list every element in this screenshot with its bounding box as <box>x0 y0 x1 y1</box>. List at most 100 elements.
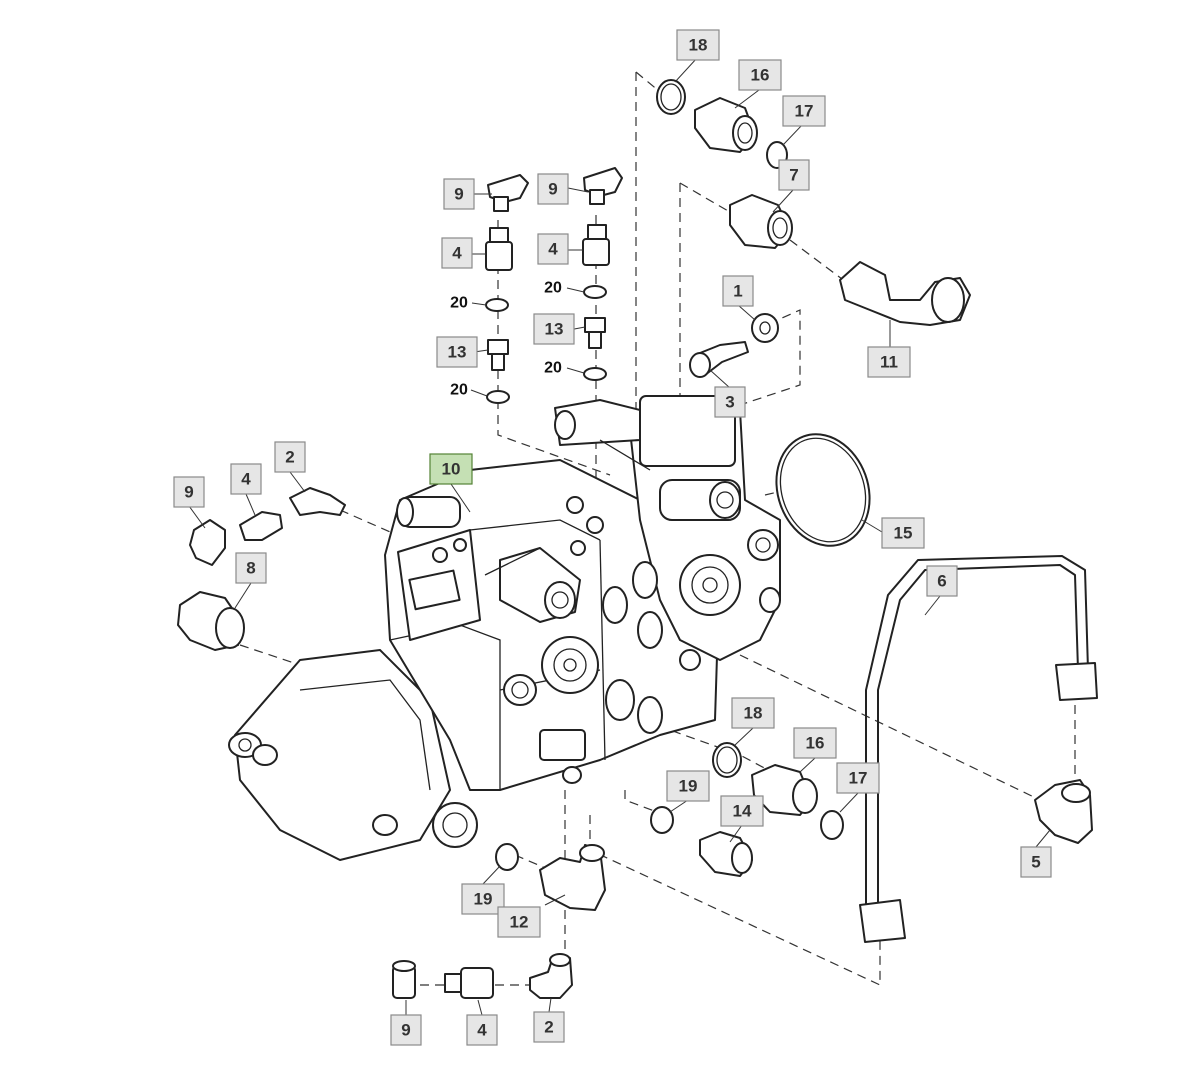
nipple-13-stack-left <box>487 339 509 371</box>
callout-1[interactable]: 1 <box>722 275 754 307</box>
callout-9-stack-left[interactable]: 9 <box>443 178 475 210</box>
svg-text:19: 19 <box>474 890 493 909</box>
svg-text:4: 4 <box>452 244 462 263</box>
elbow-2-bottom <box>529 953 573 999</box>
svg-text:9: 9 <box>548 180 557 199</box>
svg-text:4: 4 <box>548 240 558 259</box>
fitting-14 <box>699 831 753 877</box>
label-20-left-upper[interactable]: 20 <box>450 295 468 312</box>
svg-text:9: 9 <box>184 483 193 502</box>
svg-text:7: 7 <box>789 166 798 185</box>
callout-3[interactable]: 3 <box>714 386 746 418</box>
callout-16-lower[interactable]: 16 <box>793 727 837 759</box>
callout-15[interactable]: 15 <box>881 517 925 549</box>
callout-6[interactable]: 6 <box>926 565 958 597</box>
svg-text:9: 9 <box>454 185 463 204</box>
callout-9-bottom[interactable]: 9 <box>390 1014 422 1046</box>
washer-1 <box>751 313 779 343</box>
loose-parts <box>177 79 1098 999</box>
hydraulic-valve-assembly <box>228 395 781 861</box>
tube-6 <box>859 555 1098 943</box>
o-ring-17-lower <box>820 810 844 840</box>
label-20-right-lower[interactable]: 20 <box>544 360 562 377</box>
callout-17-top[interactable]: 17 <box>782 95 826 127</box>
fitting-8 <box>177 591 245 651</box>
fitting-7 <box>729 194 793 249</box>
elbow-2-left <box>289 487 346 516</box>
svg-text:9: 9 <box>401 1021 410 1040</box>
callout-11[interactable]: 11 <box>867 346 911 378</box>
svg-text:18: 18 <box>744 704 763 723</box>
callout-19-mid[interactable]: 19 <box>666 770 710 802</box>
svg-text:5: 5 <box>1031 853 1040 872</box>
svg-text:2: 2 <box>544 1018 553 1037</box>
o-ring-15 <box>775 433 871 547</box>
svg-text:8: 8 <box>246 559 255 578</box>
callout-18-top[interactable]: 18 <box>676 29 720 61</box>
callout-2-left[interactable]: 2 <box>274 441 306 473</box>
callout-17-lower[interactable]: 17 <box>836 762 880 794</box>
svg-text:1: 1 <box>733 282 742 301</box>
label-20-left-lower[interactable]: 20 <box>450 382 468 399</box>
nipple-13-stack-right <box>584 317 606 349</box>
cap-9-stack-left <box>487 174 529 212</box>
rotor-upper <box>679 554 741 616</box>
svg-text:12: 12 <box>510 913 529 932</box>
leader-lines <box>188 57 1051 1016</box>
plain-labels: 20 20 20 20 <box>450 280 562 399</box>
svg-text:17: 17 <box>849 769 868 788</box>
svg-text:4: 4 <box>241 470 251 489</box>
coupler-4-bottom <box>444 967 494 999</box>
callout-2-bottom[interactable]: 2 <box>533 1011 565 1043</box>
coupler-4-left <box>239 511 283 541</box>
svg-text:14: 14 <box>733 802 752 821</box>
callout-10[interactable]: 10 <box>429 453 473 485</box>
callout-9-left[interactable]: 9 <box>173 476 205 508</box>
cap-9-bottom <box>392 960 416 999</box>
callout-7[interactable]: 7 <box>778 159 810 191</box>
adapter-16-lower <box>751 764 818 816</box>
callout-13-stack-right[interactable]: 13 <box>533 313 575 345</box>
callouts: 18 16 17 7 9 9 4 4 13 13 1 3 11 10 2 4 9… <box>173 29 1052 1046</box>
svg-text:17: 17 <box>795 102 814 121</box>
svg-text:2: 2 <box>285 448 294 467</box>
svg-text:10: 10 <box>442 460 461 479</box>
callout-19-lower[interactable]: 19 <box>461 883 505 915</box>
elbow-hose-11 <box>839 261 971 326</box>
callout-4-left[interactable]: 4 <box>230 463 262 495</box>
callout-14[interactable]: 14 <box>720 795 764 827</box>
svg-text:11: 11 <box>880 353 898 372</box>
bolt-3 <box>689 341 749 378</box>
svg-text:13: 13 <box>448 343 467 362</box>
label-20-right-upper[interactable]: 20 <box>544 280 562 297</box>
svg-text:6: 6 <box>937 572 946 591</box>
elbow-5 <box>1034 779 1093 844</box>
cap-9-left <box>189 519 226 566</box>
callout-5[interactable]: 5 <box>1020 846 1052 878</box>
cap-9-stack-right <box>583 167 623 205</box>
svg-text:3: 3 <box>725 393 734 412</box>
o-ring-19-mid <box>650 806 674 834</box>
svg-text:16: 16 <box>806 734 825 753</box>
callout-12[interactable]: 12 <box>497 906 541 938</box>
callout-4-stack-left[interactable]: 4 <box>441 237 473 269</box>
callout-8[interactable]: 8 <box>235 552 267 584</box>
callout-13-stack-left[interactable]: 13 <box>436 336 478 368</box>
adapter-16-top <box>694 97 758 153</box>
callout-9-stack-right[interactable]: 9 <box>537 173 569 205</box>
svg-text:16: 16 <box>751 66 770 85</box>
coupler-4-stack-left <box>485 227 513 271</box>
svg-text:4: 4 <box>477 1021 487 1040</box>
svg-text:13: 13 <box>545 320 564 339</box>
callout-18-lower[interactable]: 18 <box>731 697 775 729</box>
coupler-4-stack-right <box>582 224 610 266</box>
svg-text:18: 18 <box>689 36 708 55</box>
elbow-12 <box>539 844 606 911</box>
callout-16-top[interactable]: 16 <box>738 59 782 91</box>
svg-text:19: 19 <box>679 777 698 796</box>
callout-4-stack-right[interactable]: 4 <box>537 233 569 265</box>
callout-4-bottom[interactable]: 4 <box>466 1014 498 1046</box>
o-ring-19-lower <box>495 843 519 871</box>
rotor-lower <box>541 636 599 694</box>
